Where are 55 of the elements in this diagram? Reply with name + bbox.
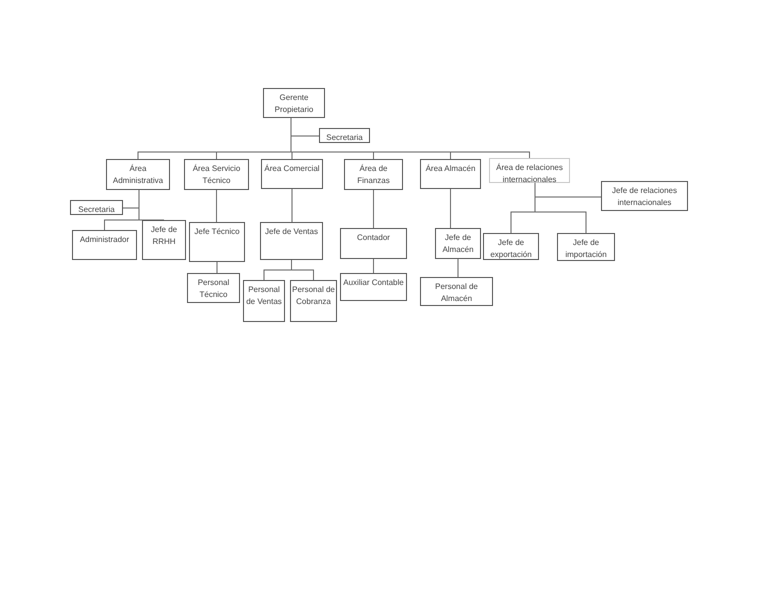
box-label: Área de Finanzas	[356, 163, 391, 187]
org-box	[483, 233, 539, 260]
box-label: Jefe de RRHH	[150, 224, 178, 248]
org-box	[142, 220, 186, 260]
box-label: Jefe de Ventas	[264, 226, 319, 238]
org-box	[260, 222, 323, 260]
org-box	[106, 159, 170, 190]
box-label: Administrador	[78, 234, 130, 246]
box-label: Personal de Almacén	[434, 281, 479, 305]
connector-line	[450, 188, 451, 228]
org-box	[340, 273, 407, 301]
box-label: Personal de Cobranza	[291, 284, 336, 308]
box-label: Jefe de Almacén	[441, 232, 475, 256]
org-box	[189, 222, 245, 262]
box-label: Área Administrativa	[112, 163, 164, 187]
box-label: Auxiliar Contable	[342, 277, 405, 289]
box-label: Gerente Propietario	[274, 92, 314, 116]
box-label: Personal de Ventas	[245, 284, 283, 308]
box-label: Jefe de exportación	[489, 237, 533, 261]
box-label: Jefe de relaciones internacionales	[611, 185, 678, 209]
org-box	[420, 277, 493, 306]
org-box	[184, 159, 249, 190]
org-box	[70, 200, 123, 215]
org-box	[290, 280, 337, 322]
box-label: Contador	[356, 232, 391, 244]
org-box	[261, 159, 323, 189]
box-label: Área Comercial	[263, 163, 321, 175]
box-label: Secretaria	[77, 204, 116, 216]
org-box	[435, 228, 481, 259]
org-box	[319, 128, 370, 143]
connector-line	[290, 118, 530, 158]
org-box	[489, 158, 570, 183]
org-box	[187, 273, 240, 303]
connector-line	[216, 190, 217, 222]
org-box	[72, 230, 137, 260]
box-label: Área Almacén	[424, 163, 476, 175]
box-label: Área de relaciones internacionales	[495, 162, 564, 186]
connector-line	[373, 190, 374, 228]
box-label: Área Servicio Técnico	[192, 163, 242, 187]
org-box	[601, 181, 688, 211]
connector-line	[534, 182, 586, 234]
org-box	[340, 228, 407, 259]
connector-line	[216, 262, 218, 274]
connector-line	[138, 190, 164, 220]
org-box	[243, 280, 285, 322]
org-box	[557, 233, 615, 261]
org-box	[344, 159, 403, 190]
box-label: Secretaria	[325, 132, 364, 144]
box-label: Personal Técnico	[196, 277, 230, 301]
connector-line	[373, 258, 374, 274]
connector-line	[291, 260, 314, 280]
box-label: Jefe Técnico	[193, 226, 241, 238]
org-box	[263, 88, 325, 118]
box-label: Jefe de importación	[564, 237, 608, 261]
org-box	[420, 159, 481, 189]
